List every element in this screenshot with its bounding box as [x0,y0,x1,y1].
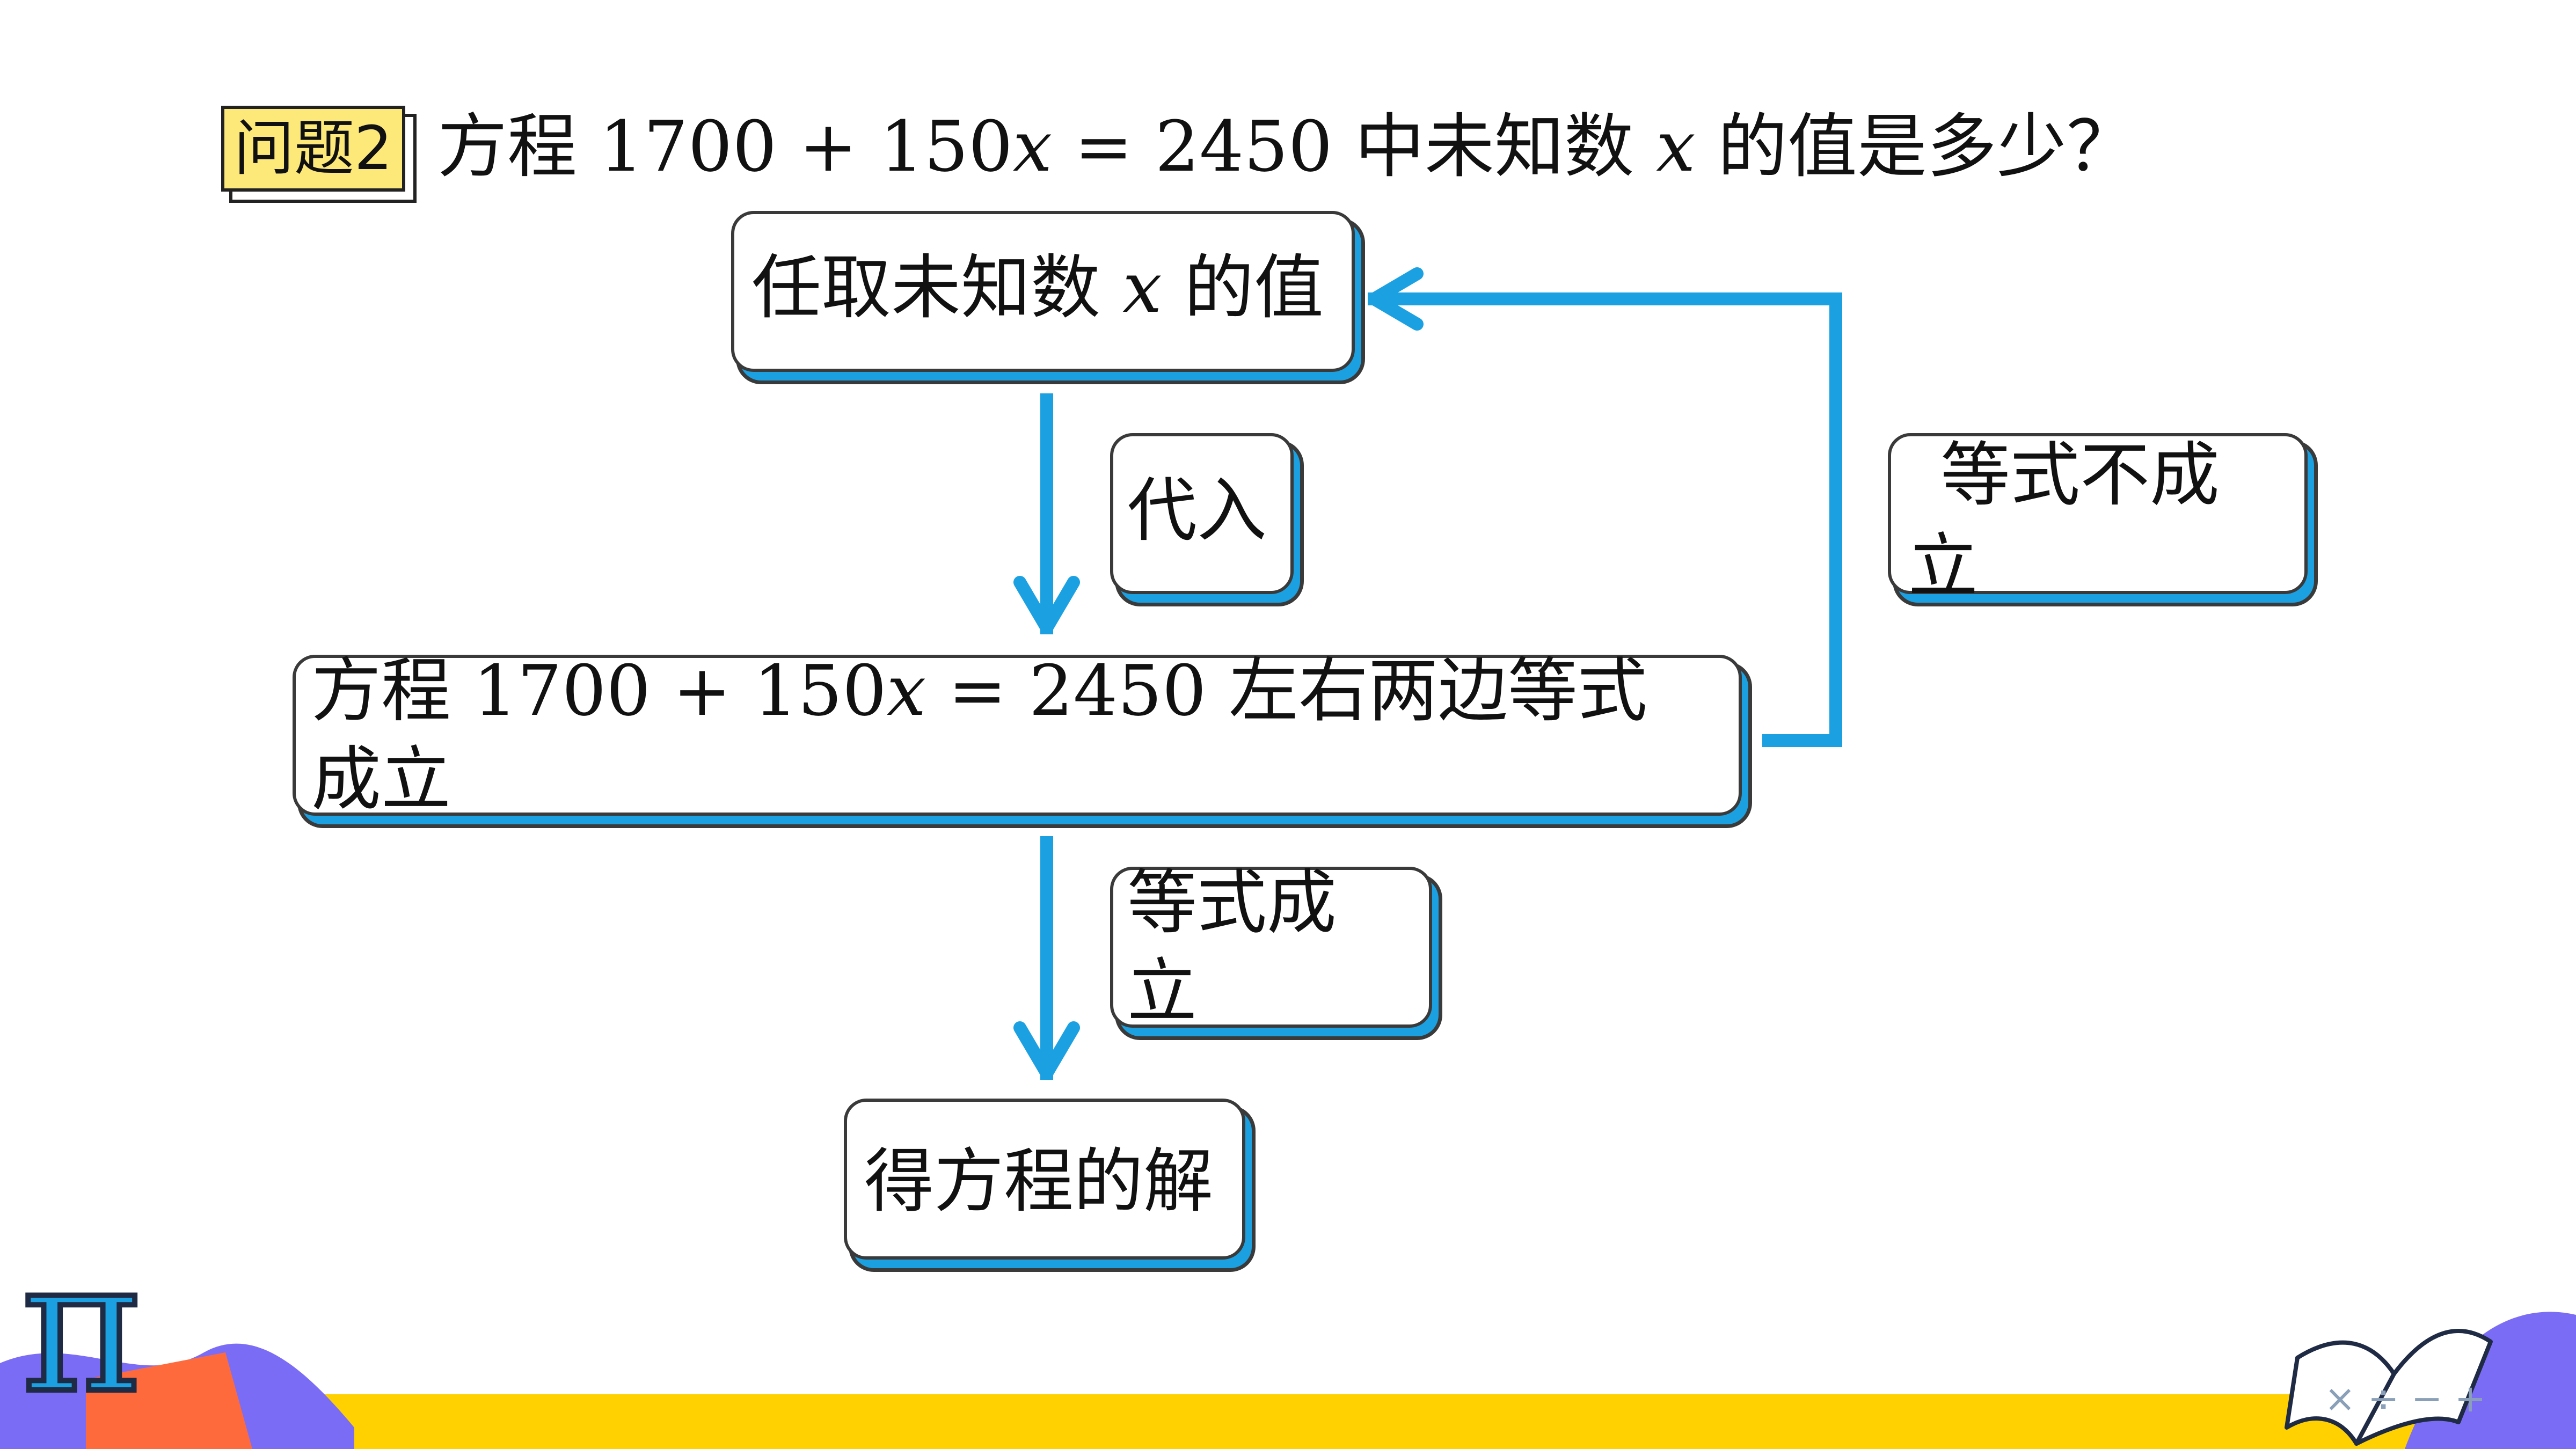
substitute-label-text: 代入 [1127,470,1267,551]
true-label-box [1110,867,1432,1028]
orange-block [86,1352,252,1449]
arrow-head-down-2 [1013,1021,1080,1080]
book-symbols: × ÷ − + [2324,1377,2486,1421]
arrow-head-left [1368,267,1424,331]
substitute-label-box [1110,433,1294,594]
feedback-loop [1368,292,1842,747]
false-label-text: 等式不成立 [1908,434,2220,607]
step2-box [293,655,1742,816]
bottom-band [0,1394,2576,1449]
step2-text: 方程 1700 + 150𝑥 = 2450 左右两边等式成立 [311,650,1647,820]
question-tag: 问题2 [221,106,405,192]
pi-symbol: π [21,1250,141,1433]
step1-box [731,211,1355,372]
false-label-box [1888,433,2308,594]
step3-text: 得方程的解 [864,1140,1214,1222]
pi-decoration: π [0,1250,354,1449]
book-decoration: × ÷ − + [2285,1312,2576,1449]
question-text: 方程 1700 + 150𝑥 = 2450 中未知数 𝑥 的值是多少？ [437,106,2136,187]
arrow-head-down-1 [1013,576,1080,634]
step1-text: 任取未知数 𝑥 的值 [751,247,1324,328]
book-right-page [2354,1329,2493,1446]
true-label-text: 等式成立 [1127,862,1337,1032]
step3-box [844,1099,1245,1260]
